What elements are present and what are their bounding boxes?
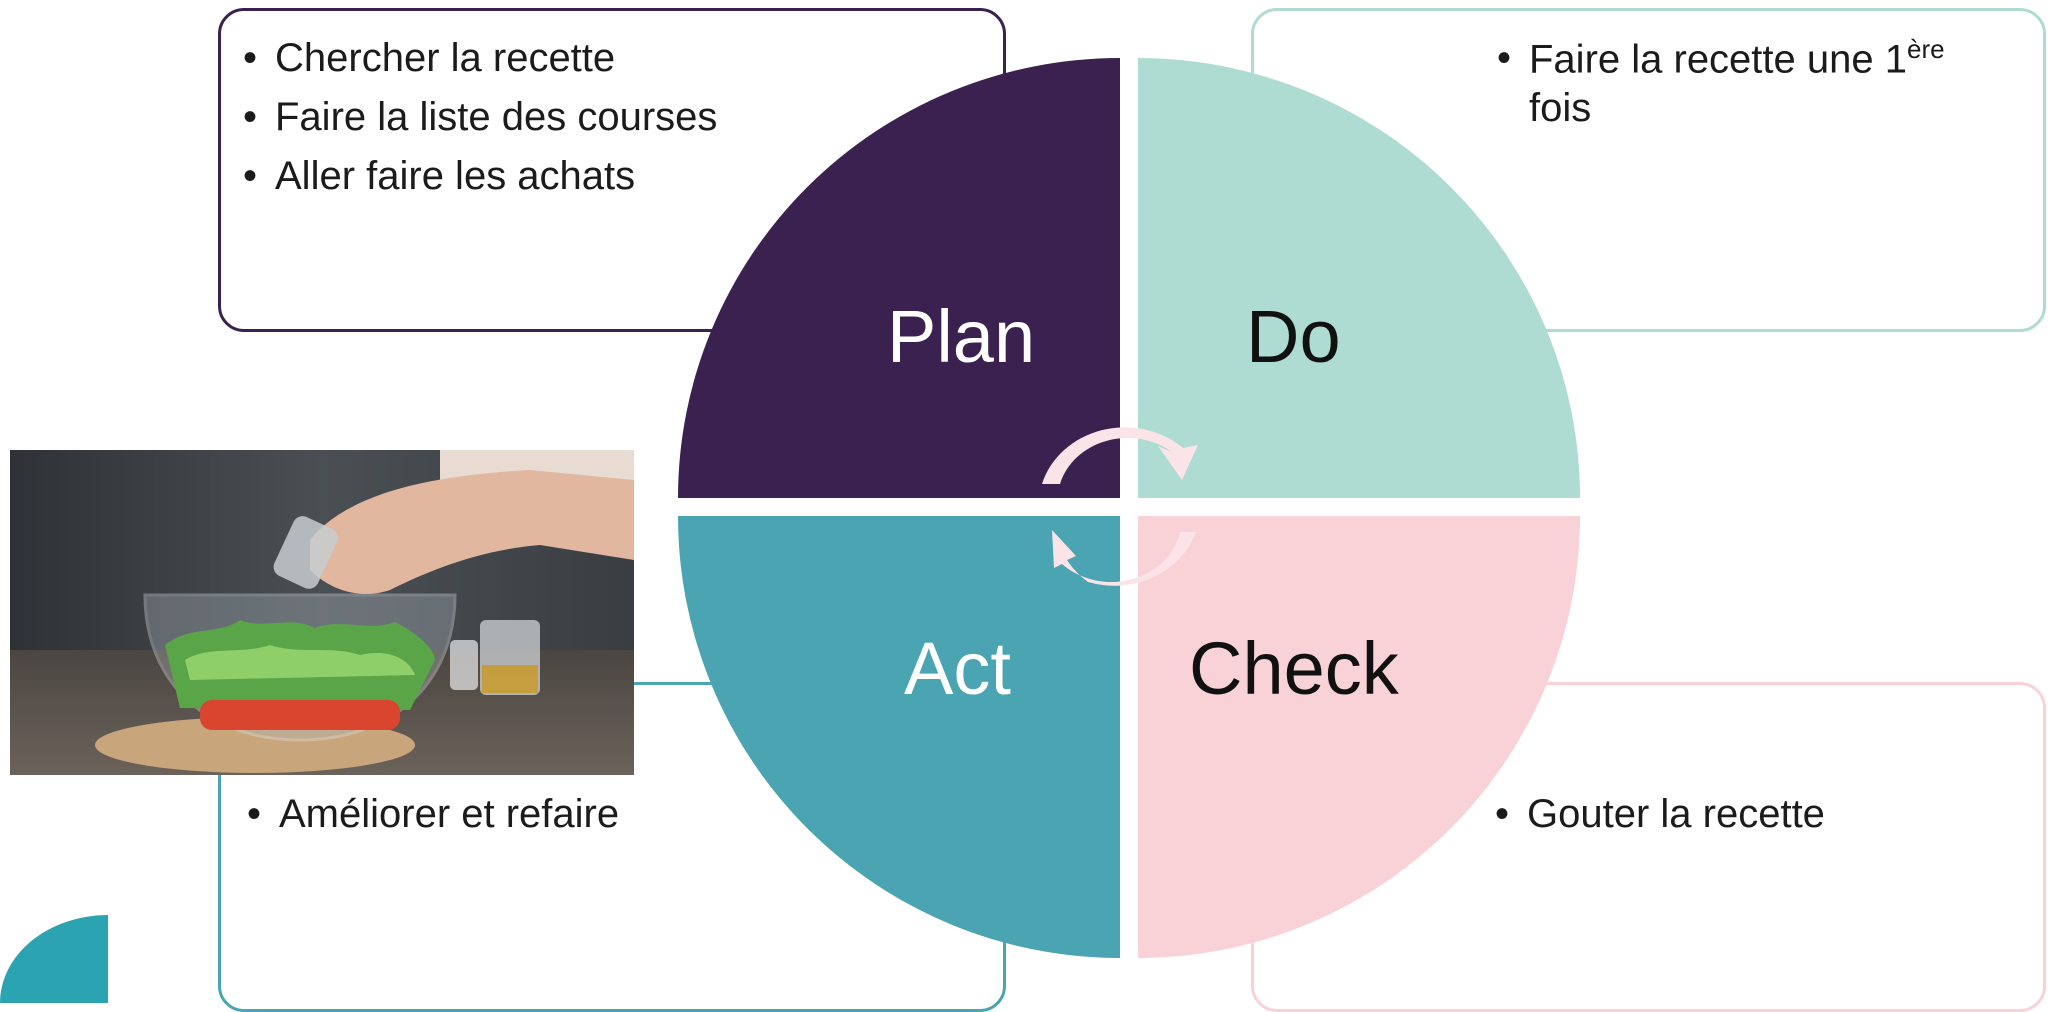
act-bullet-list: Améliorer et refaire bbox=[247, 790, 847, 849]
plan-bullet-3: Aller faire les achats bbox=[243, 152, 803, 201]
check-label: Check bbox=[1189, 627, 1399, 710]
act-label: Act bbox=[904, 627, 1011, 710]
do-bullet-list: Faire la recette une 1ère fois bbox=[1497, 34, 2017, 143]
do-bullet-line2: fois bbox=[1529, 86, 1592, 131]
do-quadrant bbox=[1138, 58, 1580, 498]
check-bullet-1: Gouter la recette bbox=[1495, 790, 2015, 839]
do-bullet-1: Faire la recette une 1ère fois bbox=[1497, 34, 2017, 133]
hand bbox=[310, 470, 634, 594]
oil bbox=[482, 665, 538, 693]
small-jar bbox=[450, 640, 478, 690]
plan-bullet-1: Chercher la recette bbox=[243, 34, 803, 83]
cycle-arrows-icon bbox=[1042, 427, 1198, 586]
do-bullet-text: Faire la recette une 1 bbox=[1529, 37, 1907, 82]
teal-corner-decoration bbox=[0, 915, 108, 1003]
check-quadrant bbox=[1138, 516, 1580, 958]
check-bullet-list: Gouter la recette bbox=[1495, 790, 2015, 849]
plan-label: Plan bbox=[887, 295, 1036, 378]
act-quadrant bbox=[678, 516, 1120, 958]
salad-greens-light bbox=[185, 645, 415, 680]
act-bullet-1: Améliorer et refaire bbox=[247, 790, 847, 839]
teal-quarter-circle bbox=[0, 915, 108, 1003]
top-cycle-arrow bbox=[1042, 427, 1198, 484]
salad-photo bbox=[10, 450, 634, 775]
plan-quadrant bbox=[678, 58, 1120, 498]
salt-shaker bbox=[273, 516, 338, 589]
plan-bullet-2: Faire la liste des courses bbox=[243, 93, 803, 142]
do-bullet-superscript: ère bbox=[1907, 34, 1945, 64]
cutting-board bbox=[95, 717, 415, 773]
bottom-cycle-arrow bbox=[1052, 530, 1196, 586]
do-label: Do bbox=[1246, 295, 1341, 378]
plan-bullet-list: Chercher la recette Faire la liste des c… bbox=[243, 34, 803, 210]
tomatoes bbox=[200, 700, 400, 730]
